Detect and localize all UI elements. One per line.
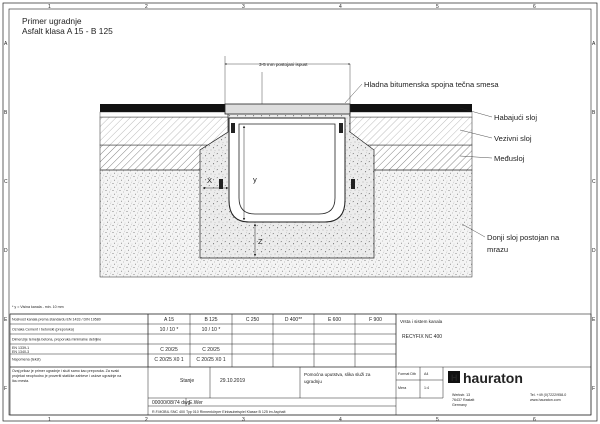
channel-rib [219, 179, 223, 189]
hauraton-logo-mark [448, 371, 460, 383]
dimension-z-label: Z [258, 237, 263, 246]
frame-letter: E [592, 317, 596, 323]
frame-number: 3 [242, 417, 245, 423]
wearing-layer-leader [459, 107, 493, 118]
company-address-2: 76437 Rastatt [452, 398, 474, 402]
product-label: Vrsta i sistem kanala [400, 319, 443, 324]
gap-note: 3-5 mm postojani ispust [259, 62, 308, 67]
company-address-1: Werkstr. 13 [452, 393, 470, 397]
table-row-label: Napomena (tekst) [12, 358, 41, 362]
intermediate-layer-leader [459, 155, 493, 159]
footnote: * y = Visina kanala - min. 10 mm [12, 305, 64, 309]
frame-number: 5 [436, 4, 439, 10]
table-cell: A 15 [164, 317, 174, 323]
status-label: Stanje [180, 378, 194, 384]
frame-letter: F [592, 386, 595, 392]
company-name: hauraton [463, 370, 523, 386]
frame-letter: E [4, 317, 8, 323]
sealant-note: Hladna bitumenska spojna tečna smesa [364, 80, 499, 89]
reference-text: R.F.MOBIL SNC 400 Typ 010 Rinnenkörper E… [152, 410, 285, 414]
frame-row-letters: A A B B C C D D E E F F [4, 41, 596, 392]
frame-number: 1 [48, 417, 51, 423]
table-row-label: EN 1339-1 [12, 346, 29, 350]
company-web: www.hauraton.com [530, 398, 561, 402]
frame-letter: D [4, 248, 8, 254]
frame-letter: B [4, 110, 8, 116]
intermediate-layer-label: Međusloj [494, 154, 525, 163]
frame-letter: B [592, 110, 596, 116]
table-cell: F 900 [369, 317, 382, 323]
scale-label: Mera [398, 386, 406, 390]
frame-number: 2 [145, 4, 148, 10]
frame-number: 6 [533, 417, 536, 423]
table-cell: C 20/25 X0 1 [196, 357, 225, 363]
frame-number: 4 [339, 417, 342, 423]
frame-letter: A [592, 41, 596, 47]
frame-number: 3 [242, 4, 245, 10]
table-cell: C 20/25 [202, 347, 220, 353]
table-cell: 10 / 10 * [202, 327, 221, 333]
frame-number: 4 [339, 4, 342, 10]
frame-letter: F [4, 386, 7, 392]
channel-rib [339, 123, 343, 133]
table-cell: B 125 [204, 317, 217, 323]
drawn-by: E.Wer [189, 400, 203, 406]
channel-inner [238, 123, 336, 215]
table-cell: E 600 [328, 317, 341, 323]
company-address-3: Germany [452, 403, 467, 407]
frost-layer-leader [461, 223, 486, 238]
format-value: A4 [424, 372, 428, 376]
frame-letter: A [4, 41, 8, 47]
sealant-leader [344, 83, 363, 104]
drawing-title: Primer ugradnje [22, 16, 82, 26]
grating [224, 103, 351, 115]
table-cell: C 20/25 [160, 347, 178, 353]
table-row-label: Oznaka Cement / betonski (preporuka) [12, 328, 74, 332]
table-row-label: Dimenzije temelja betona, preporuka mini… [12, 338, 101, 342]
drawing-subtitle: Asfalt klasa A 15 - B 125 [22, 26, 113, 36]
frame-letter: C [592, 179, 596, 185]
dimension-y-label: y [253, 175, 257, 184]
title-block-table: Nosivost kanala prema standardu EN 1433 … [10, 313, 397, 368]
channel-rib [351, 179, 355, 189]
cross-section: X y Z [99, 56, 473, 278]
frame-number: 5 [436, 417, 439, 423]
frame-number: 2 [145, 417, 148, 423]
disclaimer-text: Ovaj prikaz je primer ugradnje i služi s… [12, 369, 122, 383]
table-cell: 10 / 10 * [160, 327, 179, 333]
frost-layer-label: Donji sloj postojan na [487, 233, 560, 242]
wearing-layer-label: Habajući sloj [494, 113, 537, 122]
frame-number: 6 [533, 4, 536, 10]
table-row-label: EN 1340-3 [12, 350, 29, 354]
frame-letter: D [592, 248, 596, 254]
frame-number: 1 [48, 4, 51, 10]
binder-layer-leader [459, 129, 493, 139]
format-label: Format Dtb [398, 372, 416, 376]
channel-rib [231, 123, 235, 133]
company-logo: H hauraton [448, 370, 523, 386]
table-row-label: Nosivost kanala prema standardu EN 1433 … [12, 318, 101, 322]
svg-text:H: H [451, 373, 458, 383]
company-phone: Tel. +49 (0)7222/958-0 [530, 393, 566, 397]
description-line-1: Pomoćna uputstva, slika služi za [304, 372, 371, 377]
product-name: RECYFIX NC 400 [402, 334, 442, 340]
frame-column-numbers: 1 1 2 2 3 3 4 4 5 5 6 6 [48, 4, 536, 423]
drawing-number: 00000/08/74 dwg [152, 400, 191, 406]
frame-letter: C [4, 179, 8, 185]
table-cell: C 250 [246, 317, 260, 323]
description-line-2: ugradnju [304, 379, 322, 384]
binder-layer-label: Vezivni sloj [494, 134, 532, 143]
dimension-x-label: X [207, 176, 212, 185]
frost-layer-label-2: mrazu [487, 245, 508, 254]
scale-value: 1:4 [424, 386, 429, 390]
table-cell: D 400** [285, 317, 302, 323]
table-cell: C 20/25 X0 1 [154, 357, 183, 363]
status-date: 29.10.2019 [220, 378, 245, 384]
title-block [9, 313, 592, 416]
